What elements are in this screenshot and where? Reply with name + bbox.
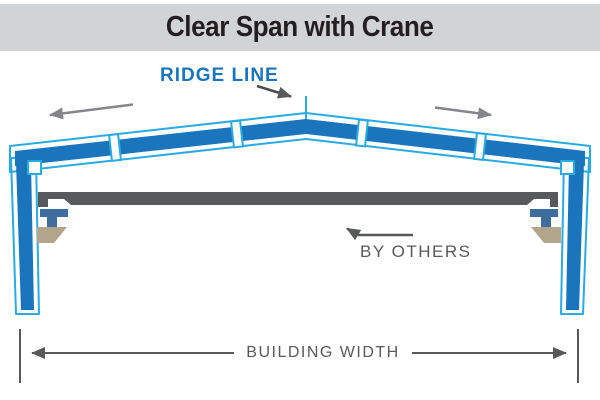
left-column — [16, 163, 34, 310]
right-corbel-bracket — [531, 227, 561, 243]
purlin-clip — [354, 118, 370, 148]
ridge-pointer-arrow — [256, 84, 292, 99]
by-others-pointer-arrow — [346, 227, 413, 241]
purlin-clips — [27, 118, 575, 175]
left-roof-arrow — [49, 103, 134, 120]
right-runway-beam — [530, 209, 558, 227]
right-roof-arrow — [434, 106, 492, 120]
by-others-label: BY OTHERS — [360, 242, 472, 261]
diagram-title: Clear Span with Crane — [151, 11, 448, 44]
crane-bridge-beam — [38, 192, 558, 207]
diagram-title-text: Clear Span with Crane — [166, 11, 434, 43]
title-bar: Clear Span with Crane — [0, 4, 600, 51]
ridge-line-label: RIDGE LINE — [160, 65, 279, 86]
roof-rafter — [15, 119, 585, 166]
left-eave-clip — [27, 160, 42, 175]
purlin-clip — [107, 132, 123, 163]
right-column — [566, 163, 584, 310]
building-width-label: BUILDING WIDTH — [246, 344, 400, 361]
purlin-clip — [472, 131, 488, 162]
right-eave-clip — [560, 160, 575, 175]
building-width-dimension — [19, 329, 579, 383]
left-corbel-bracket — [37, 227, 67, 243]
left-runway-beam — [40, 209, 68, 227]
purlin-clip — [229, 119, 245, 149]
